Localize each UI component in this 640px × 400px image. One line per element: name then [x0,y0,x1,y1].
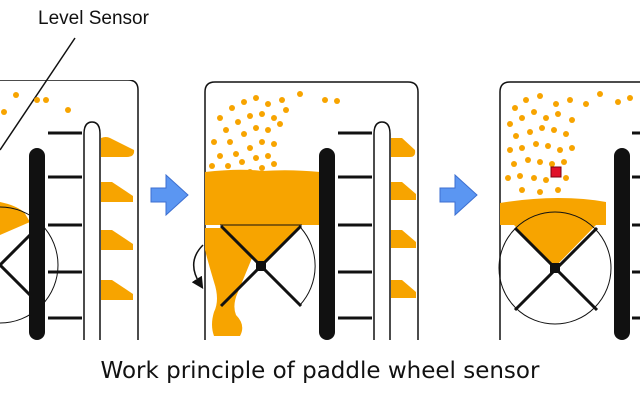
material-particles [1,92,71,115]
flow-arrow-right [439,173,478,217]
panel-middle [191,81,419,340]
panel-left [0,80,139,340]
indicator-tube [83,121,101,340]
sensor-rod [29,148,45,340]
indicator-tube [373,121,391,340]
material-mass [205,169,320,266]
indicator-flags [391,138,416,298]
paddle-hub [550,263,560,273]
container-outline [0,80,139,340]
material-mass [500,198,606,267]
panel-right [498,81,640,340]
indicator-flags [101,137,135,300]
paddle-wheel-circle [498,211,612,325]
paddle-wheel-circle [299,227,316,306]
paddle-blade [0,223,42,268]
material-particles [505,91,633,195]
paddle-hub [256,261,266,271]
flow-arrow-right [150,173,189,217]
diagram-caption: Work principle of paddle wheel sensor [100,358,540,384]
paddle-blade [0,262,42,307]
rotation-arrow [191,244,204,290]
tracked-particle-marker [550,166,562,178]
paddle-wheel-circle [0,206,59,324]
ladder-rungs [48,131,82,320]
material-mass [0,202,30,235]
material-flow [205,228,252,336]
container-outline [499,81,640,340]
level-sensor-label: Level Sensor [38,8,149,29]
sensor-rod [614,148,630,340]
material-particles [209,91,340,179]
sensor-leader-line [0,37,76,151]
sensor-rod [319,148,335,340]
ladder-rungs [338,131,372,320]
diagram-canvas [0,37,640,340]
ladder-rungs [632,131,640,320]
container-outline [204,81,419,340]
